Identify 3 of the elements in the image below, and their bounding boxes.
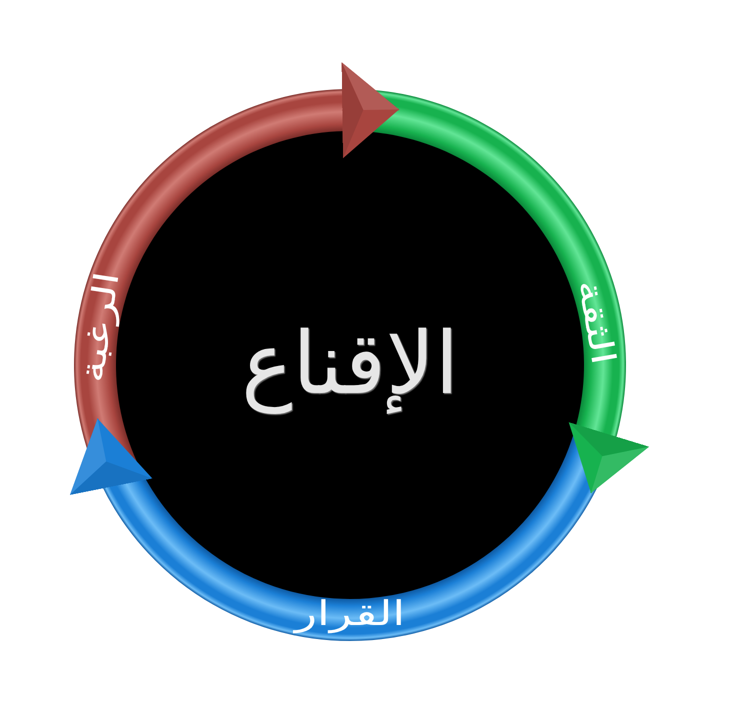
arrow: [568, 422, 650, 494]
arrow: [70, 418, 152, 495]
arrow: [342, 62, 400, 158]
